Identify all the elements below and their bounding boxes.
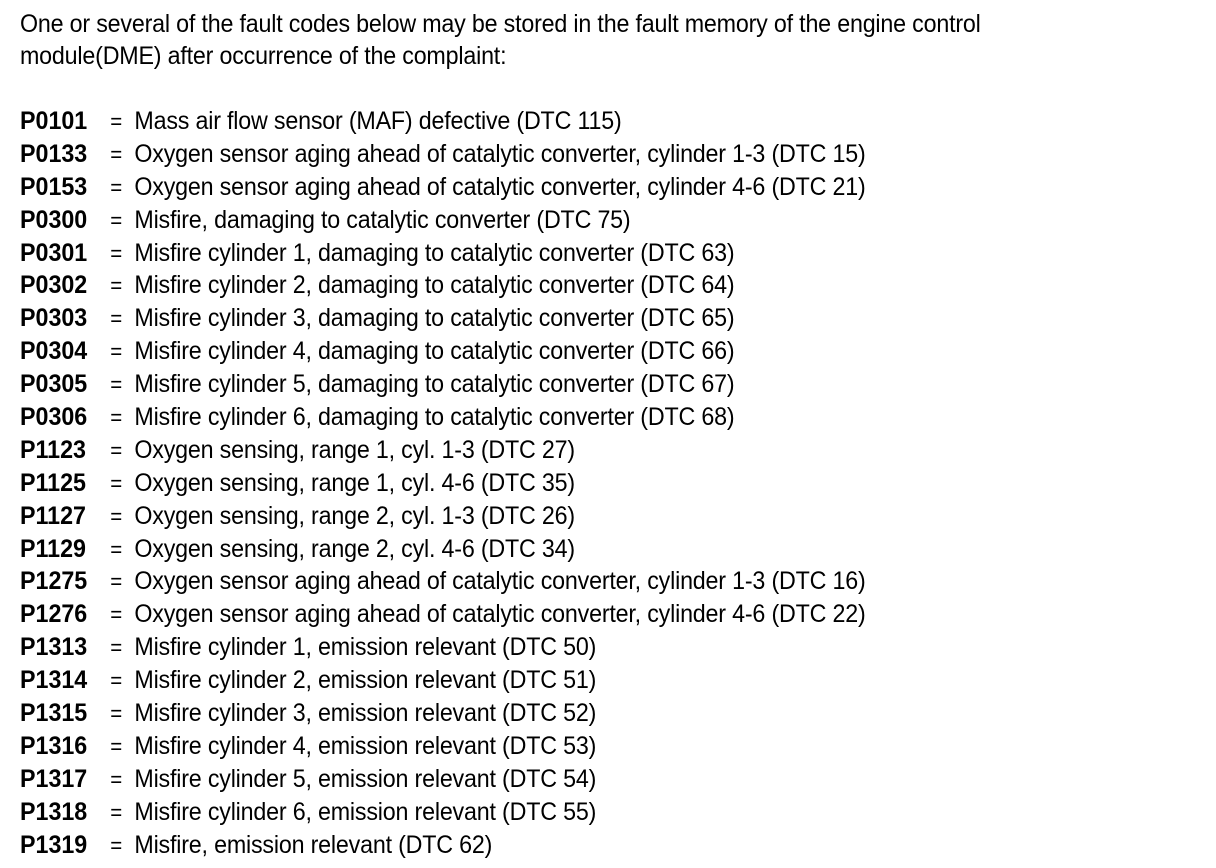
- fault-code-id: P1313: [20, 633, 88, 662]
- fault-code-separator: =: [110, 207, 122, 233]
- fault-code-separator: =: [110, 405, 122, 431]
- fault-code-id: P1316: [20, 731, 88, 760]
- fault-code-id: P1275: [20, 567, 88, 596]
- fault-code-description: Mass air flow sensor (MAF) defective (DT…: [134, 107, 622, 135]
- fault-code-separator: =: [110, 503, 122, 529]
- fault-code-separator: =: [110, 372, 122, 398]
- fault-code-id: P1129: [20, 534, 86, 563]
- fault-code-id: P0305: [20, 370, 88, 399]
- fault-code-id: P0133: [20, 139, 88, 168]
- fault-code-row: P1123 = Oxygen sensing, range 1, cyl. 1-3 …: [20, 434, 1127, 467]
- fault-code-id: P1314: [20, 666, 88, 695]
- fault-code-description: Oxygen sensor aging ahead of catalytic c…: [134, 600, 866, 629]
- fault-code-description: Oxygen sensor aging ahead of catalytic c…: [134, 139, 866, 168]
- intro-paragraph: One or several of the fault codes below …: [20, 10, 987, 70]
- fault-code-id: P0101: [20, 107, 88, 135]
- fault-code-separator: =: [110, 273, 122, 299]
- fault-code-id: P1317: [20, 764, 88, 793]
- fault-code-id: P0302: [20, 271, 88, 300]
- fault-code-id: P0301: [20, 238, 88, 267]
- fault-code-description: Misfire cylinder 4, emission relevant (D…: [134, 731, 597, 760]
- fault-code-description: Misfire, emission relevant (DTC 62): [134, 830, 493, 859]
- fault-code-separator: =: [110, 174, 122, 200]
- fault-code-separator: =: [110, 733, 122, 759]
- fault-code-list: P0101 = Mass air flow sensor (MAF) defecti…: [20, 105, 1210, 861]
- fault-code-id: P1127: [20, 501, 86, 530]
- fault-code-row: P0101 = Mass air flow sensor (MAF) defecti…: [20, 105, 1127, 138]
- fault-code-separator: =: [110, 109, 122, 134]
- fault-code-description: Oxygen sensing, range 1, cyl. 1-3 (DTC 2…: [134, 435, 575, 464]
- fault-code-row: P1315 = Misfire cylinder 3, emission relev…: [20, 697, 1127, 730]
- fault-code-description: Misfire cylinder 5, damaging to catalyti…: [134, 370, 735, 399]
- fault-code-description: Misfire cylinder 3, emission relevant (D…: [134, 699, 597, 728]
- fault-code-row: P0300 = Misfire, damaging to catalytic con…: [20, 204, 1127, 237]
- fault-code-description: Misfire cylinder 2, emission relevant (D…: [134, 666, 597, 695]
- fault-code-id: P0300: [20, 205, 88, 234]
- fault-code-separator: =: [110, 668, 122, 694]
- fault-code-row: P1275 = Oxygen sensor aging ahead of catal…: [20, 565, 1127, 598]
- fault-code-description: Misfire cylinder 6, damaging to catalyti…: [134, 403, 735, 432]
- fault-code-separator: =: [110, 339, 122, 365]
- fault-code-description: Misfire cylinder 1, damaging to catalyti…: [134, 238, 735, 267]
- fault-code-separator: =: [110, 701, 122, 727]
- fault-code-separator: =: [110, 832, 122, 858]
- fault-code-description: Oxygen sensing, range 2, cyl. 1-3 (DTC 2…: [134, 501, 575, 530]
- fault-code-separator: =: [110, 569, 122, 595]
- fault-code-separator: =: [110, 766, 122, 792]
- fault-code-row: P1317 = Misfire cylinder 5, emission relev…: [20, 763, 1127, 796]
- fault-code-id: P1276: [20, 600, 88, 629]
- fault-code-description: Misfire cylinder 3, damaging to catalyti…: [134, 304, 735, 333]
- fault-code-row: P0153 = Oxygen sensor aging ahead of catal…: [20, 171, 1127, 204]
- fault-code-id: P1319: [20, 830, 88, 859]
- fault-code-row: P1314 = Misfire cylinder 2, emission relev…: [20, 664, 1127, 697]
- fault-code-separator: =: [110, 306, 122, 332]
- fault-code-row: P1276 = Oxygen sensor aging ahead of catal…: [20, 598, 1127, 631]
- fault-code-description: Misfire cylinder 5, emission relevant (D…: [134, 764, 597, 793]
- fault-code-description: Misfire cylinder 1, emission relevant (D…: [134, 633, 597, 662]
- fault-code-separator: =: [110, 799, 122, 825]
- fault-code-row: P1318 = Misfire cylinder 6, emission relev…: [20, 796, 1127, 829]
- fault-code-separator: =: [110, 141, 122, 167]
- fault-code-row: P0303 = Misfire cylinder 3, damaging to ca…: [20, 302, 1127, 335]
- fault-code-id: P0153: [20, 172, 88, 201]
- fault-code-description: Oxygen sensor aging ahead of catalytic c…: [134, 172, 866, 201]
- fault-code-description: Oxygen sensing, range 1, cyl. 4-6 (DTC 3…: [134, 468, 575, 497]
- fault-code-id: P1318: [20, 797, 88, 826]
- fault-code-separator: =: [110, 602, 122, 628]
- fault-code-row: P0133 = Oxygen sensor aging ahead of catal…: [20, 138, 1127, 171]
- fault-code-separator: =: [110, 536, 122, 562]
- fault-code-row: P1129 = Oxygen sensing, range 2, cyl. 4-6 …: [20, 533, 1127, 566]
- fault-code-row: P1127 = Oxygen sensing, range 2, cyl. 1-3 …: [20, 500, 1127, 533]
- fault-code-row: P0302 = Misfire cylinder 2, damaging to ca…: [20, 269, 1127, 302]
- fault-code-separator: =: [110, 635, 122, 661]
- fault-code-row: P0305 = Misfire cylinder 5, damaging to ca…: [20, 368, 1127, 401]
- fault-code-row: P1125 = Oxygen sensing, range 1, cyl. 4-6 …: [20, 467, 1127, 500]
- fault-code-id: P0303: [20, 304, 88, 333]
- fault-code-description: Oxygen sensing, range 2, cyl. 4-6 (DTC 3…: [134, 534, 575, 563]
- fault-code-id: P0306: [20, 403, 88, 432]
- fault-code-row: P0304 = Misfire cylinder 4, damaging to ca…: [20, 335, 1127, 368]
- fault-code-row: P0306 = Misfire cylinder 6, damaging to ca…: [20, 401, 1127, 434]
- fault-code-description: Oxygen sensor aging ahead of catalytic c…: [134, 567, 866, 596]
- fault-code-id: P1315: [20, 699, 88, 728]
- fault-code-description: Misfire, damaging to catalytic converter…: [134, 205, 631, 234]
- fault-code-separator: =: [110, 470, 122, 496]
- fault-code-description: Misfire cylinder 2, damaging to catalyti…: [134, 271, 735, 300]
- fault-code-id: P1123: [20, 435, 86, 464]
- fault-code-description: Misfire cylinder 4, damaging to catalyti…: [134, 337, 735, 366]
- fault-code-separator: =: [110, 240, 122, 266]
- fault-code-id: P0304: [20, 337, 88, 366]
- fault-code-description: Misfire cylinder 6, emission relevant (D…: [134, 797, 597, 826]
- fault-code-separator: =: [110, 437, 122, 463]
- fault-code-row: P1316 = Misfire cylinder 4, emission relev…: [20, 730, 1127, 763]
- fault-code-row: P1313 = Misfire cylinder 1, emission relev…: [20, 631, 1127, 664]
- fault-code-id: P1125: [20, 468, 86, 497]
- fault-code-row: P1319 = Misfire, emission relevant (DTC 62…: [20, 829, 1127, 862]
- fault-code-row: P0301 = Misfire cylinder 1, damaging to ca…: [20, 237, 1127, 270]
